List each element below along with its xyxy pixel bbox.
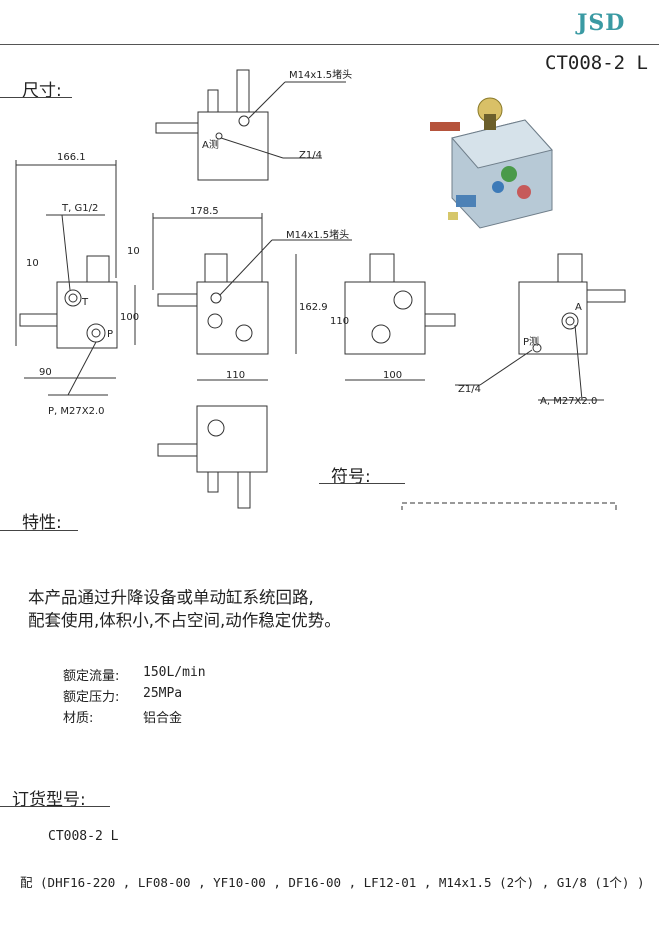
section-features-underline	[0, 530, 78, 531]
z14-right-label: Z1/4	[458, 384, 481, 395]
dim-90-label: 90	[39, 367, 52, 378]
section-order-title: 订货型号:	[12, 790, 86, 810]
p-test-label: P测	[523, 335, 539, 348]
dim-178-label: 178.5	[190, 206, 219, 217]
section-dimensions-underline	[0, 97, 72, 98]
a-mark-label: A	[575, 302, 582, 313]
dim-162-label: 162.9	[299, 302, 328, 313]
section-dimensions-title: 尺寸:	[22, 81, 62, 101]
brand-logo: JSD	[577, 10, 626, 36]
top-view-block	[197, 111, 269, 181]
right-view-port-a	[561, 312, 579, 330]
right-view-block	[518, 281, 588, 355]
section-symbol-title: 符号:	[331, 467, 371, 487]
dim-110-front-label: 110	[226, 370, 245, 381]
front-view-plug-hole	[210, 292, 222, 304]
t-mark-label: T	[81, 297, 89, 308]
order-accessories: 配 (DHF16-220 , LF08-00 , YF10-00 , DF16-…	[20, 875, 645, 890]
section-order-underline	[0, 806, 110, 807]
spec-value-pressure: 25MPa	[143, 686, 183, 701]
description-line-1: 本产品通过升降设备或单动缸系统回路,	[28, 588, 314, 607]
section-features-title: 特性:	[22, 513, 62, 533]
valve-3d-render	[430, 97, 553, 229]
spec-label-pressure: 额定压力:	[63, 690, 120, 705]
spec-value-flow: 150L/min	[143, 665, 206, 680]
header-divider	[0, 44, 659, 45]
technical-drawing: M14x1.5堵头 A测 Z1/4 M14x1.5堵头 166.1 178.5 …	[15, 68, 626, 510]
dim-100-back-label: 100	[383, 370, 402, 381]
spec-value-material: 铝合金	[143, 711, 183, 726]
spec-label-flow: 额定流量:	[63, 669, 120, 684]
dim-100-side-label: 100	[120, 312, 139, 323]
order-code: CT008-2 L	[48, 829, 119, 844]
hydraulic-symbol	[401, 502, 617, 510]
section-symbol-underline	[319, 483, 405, 484]
port-p-label: P, M27X2.0	[48, 406, 105, 417]
dim-10b-label: 10	[127, 246, 140, 257]
side-view-port-p	[86, 323, 106, 343]
dim-110-back-label: 110	[330, 316, 349, 327]
front-view-block	[196, 281, 269, 355]
dim-166-label: 166.1	[57, 152, 86, 163]
top-view-valve-stem	[236, 69, 250, 113]
p-mark-label: P	[107, 329, 113, 340]
top-view-left-port	[155, 122, 199, 134]
description-line-2: 配套使用,体积小,不占空间,动作稳定优势。	[28, 611, 341, 630]
plug-front-label: M14x1.5堵头	[286, 228, 349, 241]
a-test-label: A测	[202, 138, 219, 151]
top-view-plug-hole	[238, 115, 250, 127]
dim-10a-label: 10	[26, 258, 39, 269]
port-a-label: A, M27X2.0	[540, 396, 597, 407]
plug-top-label: M14x1.5堵头	[289, 68, 352, 81]
bottom-view-block	[196, 405, 268, 473]
back-view-block	[344, 281, 426, 355]
model-code: CT008-2 L	[545, 52, 648, 74]
spec-label-material: 材质:	[63, 711, 94, 726]
port-t-label: T, G1/2	[61, 203, 98, 214]
z14-top-label: Z1/4	[299, 150, 322, 161]
side-view-port-t	[64, 289, 82, 307]
